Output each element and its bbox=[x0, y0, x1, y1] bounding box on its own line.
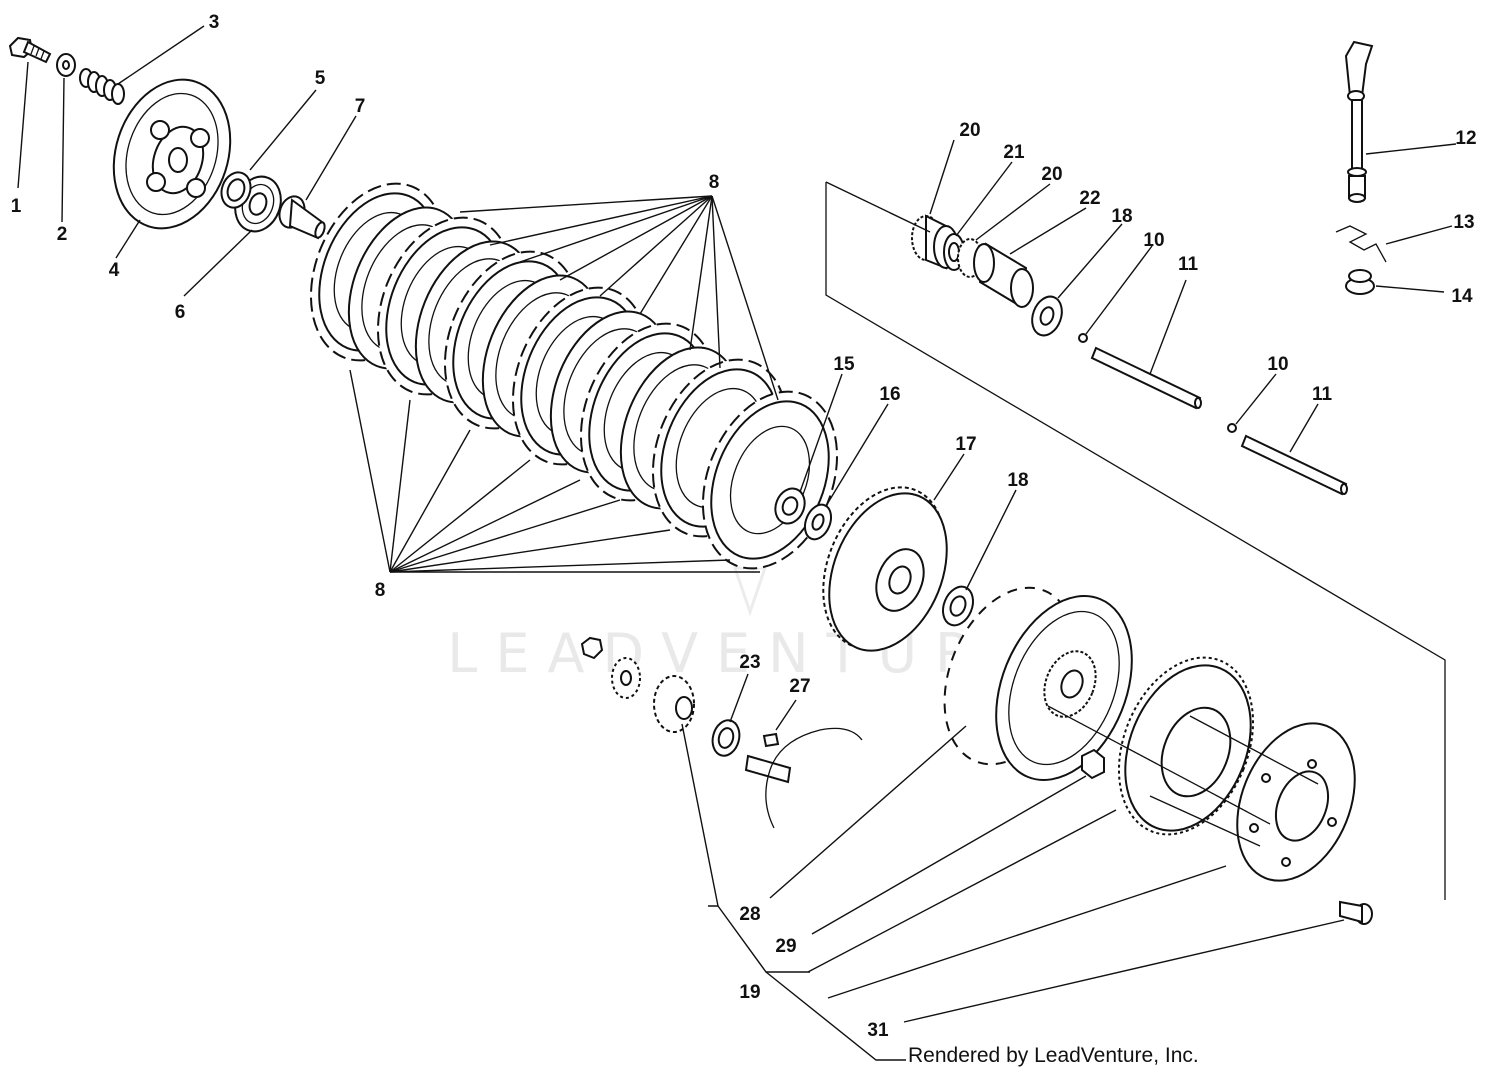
release-shaft-part-12 bbox=[1344, 40, 1374, 203]
callout-23: 23 bbox=[739, 652, 760, 673]
washer-part-5 bbox=[220, 171, 252, 209]
small-gear bbox=[611, 657, 641, 699]
callout-10-upper: 10 bbox=[1143, 230, 1164, 251]
drive-gear-nut bbox=[580, 636, 604, 660]
callout-10-lower: 10 bbox=[1267, 354, 1288, 375]
callout-18-upper: 18 bbox=[1111, 206, 1132, 227]
callout-21: 21 bbox=[1003, 142, 1025, 163]
callout-7: 7 bbox=[355, 96, 366, 117]
thrust-washer-part-18-upper bbox=[1031, 295, 1063, 337]
washer-part-2 bbox=[56, 53, 76, 77]
subassembly-outline bbox=[825, 182, 1446, 900]
seal-part-23 bbox=[711, 719, 741, 757]
callout-2: 2 bbox=[57, 224, 68, 245]
crankshaft bbox=[744, 727, 863, 829]
footer-credit: Rendered by LeadVenture, Inc. bbox=[908, 1044, 1199, 1067]
thrust-washer-part-18-lower bbox=[942, 585, 974, 627]
nut-part-29 bbox=[1081, 748, 1105, 780]
sleeve-part-22 bbox=[973, 242, 1034, 308]
pressure-plate-part-4 bbox=[112, 78, 232, 230]
callout-labels: 1 2 3 4 5 6 7 8 8 10 10 11 11 12 13 14 1… bbox=[11, 12, 1477, 1041]
callout-19: 19 bbox=[739, 982, 760, 1003]
callout-17: 17 bbox=[955, 434, 976, 455]
callout-11-upper: 11 bbox=[1178, 254, 1199, 275]
bolt-part-31 bbox=[1339, 900, 1373, 925]
callout-12: 12 bbox=[1455, 128, 1476, 149]
callout-16: 16 bbox=[879, 384, 900, 405]
key-part-27 bbox=[762, 732, 780, 748]
drive-gear bbox=[653, 675, 695, 733]
lock-washer-part-16 bbox=[803, 503, 833, 541]
callout-5: 5 bbox=[315, 68, 326, 89]
clutch-basket-part-28 bbox=[943, 586, 1133, 781]
spring-part-13 bbox=[1335, 225, 1387, 263]
callout-14: 14 bbox=[1451, 286, 1473, 307]
callout-8-bottom: 8 bbox=[375, 580, 386, 601]
callout-11-lower: 11 bbox=[1312, 384, 1333, 405]
callout-15: 15 bbox=[833, 354, 855, 375]
push-rod-part-11-upper bbox=[1090, 346, 1202, 410]
bolt-part-1 bbox=[8, 36, 52, 64]
callout-20-left: 20 bbox=[959, 120, 980, 141]
push-piece-part-7 bbox=[278, 195, 326, 240]
callout-13: 13 bbox=[1453, 212, 1474, 233]
callout-22: 22 bbox=[1079, 188, 1100, 209]
leader-lines bbox=[17, 25, 1457, 1061]
callout-8-top: 8 bbox=[709, 172, 720, 193]
callout-1: 1 bbox=[11, 196, 22, 217]
callout-3: 3 bbox=[209, 12, 220, 33]
backing-plate bbox=[1236, 722, 1356, 882]
clutch-hub-plate bbox=[701, 390, 839, 570]
callout-20-right: 20 bbox=[1041, 164, 1062, 185]
callout-27: 27 bbox=[789, 676, 810, 697]
ring-gear bbox=[1117, 656, 1255, 836]
ball-part-10-lower bbox=[1227, 423, 1237, 433]
push-rod-part-11-lower bbox=[1240, 434, 1348, 496]
callout-6: 6 bbox=[175, 302, 186, 323]
callout-18-lower: 18 bbox=[1007, 470, 1028, 491]
ball-part-10-upper bbox=[1078, 333, 1088, 343]
callout-4: 4 bbox=[109, 260, 120, 281]
watermark: LEADVENTURE bbox=[447, 622, 1042, 685]
hub-disc-part-17 bbox=[822, 486, 948, 652]
clutch-plate-stack-part-8 bbox=[309, 182, 839, 570]
callout-29: 29 bbox=[775, 936, 796, 957]
watermark-logo bbox=[732, 566, 768, 617]
spring-part-3 bbox=[79, 68, 125, 105]
seal-part-14 bbox=[1345, 269, 1375, 295]
callout-28: 28 bbox=[739, 904, 760, 925]
callout-31: 31 bbox=[867, 1020, 889, 1041]
nut-part-15 bbox=[774, 487, 806, 525]
